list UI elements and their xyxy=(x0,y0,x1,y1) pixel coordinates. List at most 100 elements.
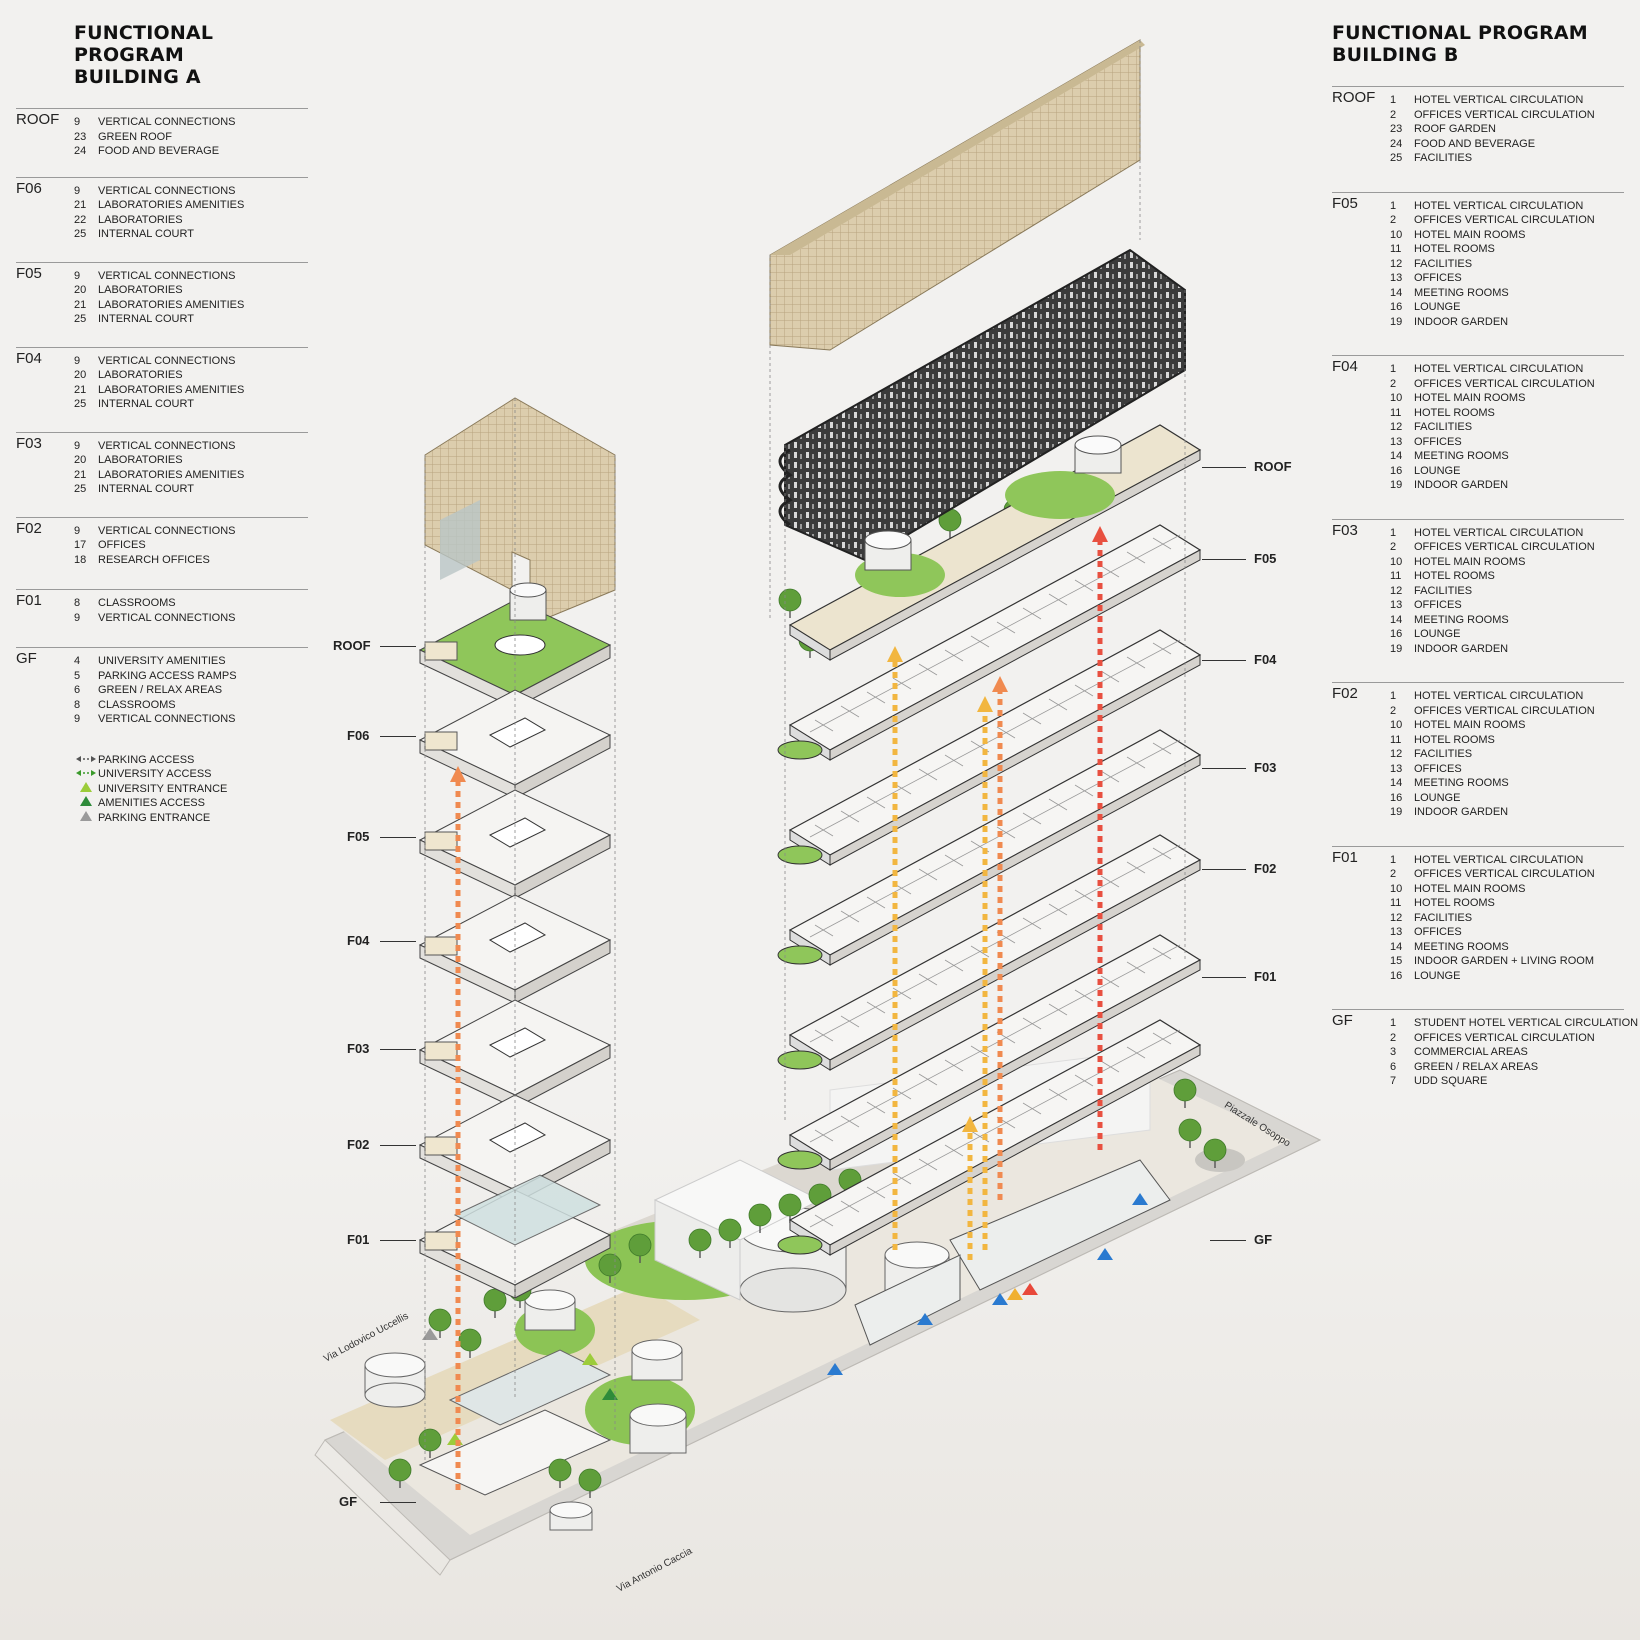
program-item-label: HOTEL MAIN ROOMS xyxy=(1414,392,1526,404)
program-item-label: PARKING ACCESS RAMPS xyxy=(98,669,237,682)
vertical-arrow xyxy=(887,646,903,1250)
program-item-label: VERTICAL CONNECTIONS xyxy=(98,269,236,282)
a-gf-classroom-block xyxy=(448,1349,612,1426)
program-item-label: MEETING ROOMS xyxy=(1414,613,1509,626)
program-item-number: 21 xyxy=(74,199,87,211)
program-item-label: HOTEL VERTICAL CIRCULATION xyxy=(1414,690,1584,702)
program-item-label: FACILITIES xyxy=(1414,257,1473,270)
program-item-label: LOUNGE xyxy=(1414,791,1461,804)
program-item-number: 25 xyxy=(1390,152,1403,164)
triangle-icon xyxy=(74,810,98,826)
program-item-label: OFFICES VERTICAL CIRCULATION xyxy=(1414,541,1595,553)
label-b-roof: ROOF xyxy=(1254,459,1292,474)
program-item-label: UDD SQUARE xyxy=(1414,1075,1488,1087)
program-item-label: GREEN / RELAX AREAS xyxy=(98,684,223,696)
label-a-gf: GF xyxy=(339,1494,358,1509)
legend-key-label: PARKING ENTRANCE xyxy=(98,811,211,824)
program-item-label: MEETING ROOMS xyxy=(1414,777,1509,789)
program-item-number: 13 xyxy=(1390,599,1403,611)
program-item-label: CLASSROOMS xyxy=(98,698,176,711)
program-item-number: 4 xyxy=(74,655,81,667)
program-item-number: 22 xyxy=(74,213,87,226)
access-triangle-icon xyxy=(827,1363,843,1375)
leader-a-f04 xyxy=(380,941,416,942)
program-item-label: CLASSROOMS xyxy=(98,597,176,609)
legend-key-row: PARKING ENTRANCE xyxy=(74,810,308,826)
double-arrow-icon xyxy=(74,753,98,768)
legend-key-row: PARKING ACCESS xyxy=(74,753,308,768)
program-item-number: 15 xyxy=(1390,955,1403,967)
tree-icon xyxy=(428,1308,452,1338)
access-triangle-icon xyxy=(1097,1248,1113,1260)
program-item-label: FOOD AND BEVERAGE xyxy=(98,145,220,157)
label-b-f04: F04 xyxy=(1254,652,1277,667)
program-item-number: 10 xyxy=(1390,882,1403,895)
legend-key-label: AMENITIES ACCESS xyxy=(98,797,205,809)
program-item-label: LABORATORIES AMENITIES xyxy=(98,199,245,211)
legend-key-row: UNIVERSITY ACCESS xyxy=(74,767,308,782)
legend-b-floor-code: F04 xyxy=(1332,358,1358,375)
program-item-number: 12 xyxy=(1390,584,1403,597)
program-item-label: OFFICES VERTICAL CIRCULATION xyxy=(1414,377,1595,390)
tree-icon xyxy=(548,1458,572,1488)
program-item-label: HOTEL ROOMS xyxy=(1414,406,1495,419)
program-item-number: 17 xyxy=(74,539,87,551)
leader-b-f05 xyxy=(1202,559,1246,560)
program-item-number: 18 xyxy=(74,553,87,566)
program-item-label: LABORATORIES xyxy=(98,369,183,381)
program-item-label: STUDENT HOTEL VERTICAL CIRCULATION xyxy=(1414,1017,1639,1029)
program-item-number: 24 xyxy=(74,145,87,157)
program-item-label: HOTEL VERTICAL CIRCULATION xyxy=(1414,94,1584,106)
program-item-label: MEETING ROOMS xyxy=(1414,450,1509,462)
program-item-label: LABORATORIES AMENITIES xyxy=(98,383,245,396)
program-item-number: 7 xyxy=(1390,1075,1397,1087)
program-item-label: INDOOR GARDEN + LIVING ROOM xyxy=(1414,955,1594,967)
program-item-number: 16 xyxy=(1390,628,1403,640)
label-a-roof: ROOF xyxy=(333,638,371,653)
a-slab-roof xyxy=(418,582,612,709)
legend-b-floor-code: F01 xyxy=(1332,848,1358,866)
program-item-number: 11 xyxy=(1390,897,1402,909)
program-item-label: MEETING ROOMS xyxy=(1414,286,1509,299)
program-item-number: 9 xyxy=(74,439,81,452)
program-item-number: 8 xyxy=(74,698,81,711)
program-item-label: INDOOR GARDEN xyxy=(1414,642,1509,655)
program-item-number: 6 xyxy=(1390,1060,1397,1073)
program-item-label: FACILITIES xyxy=(1414,748,1473,760)
tree-icon xyxy=(578,1468,602,1498)
program-item-number: 13 xyxy=(1390,435,1403,448)
program-item-label: VERTICAL CONNECTIONS xyxy=(98,524,236,537)
tree-icon xyxy=(1203,1138,1227,1168)
program-item-label: OFFICES xyxy=(1414,435,1462,448)
program-item-number: 2 xyxy=(1390,108,1397,121)
tree-icon xyxy=(598,1253,622,1283)
legend-b-program-item: 13 OFFICES xyxy=(1390,435,1624,450)
program-item-label: COMMERCIAL AREAS xyxy=(1414,1046,1528,1058)
program-item-number: 10 xyxy=(1390,719,1403,731)
program-item-label: OFFICES VERTICAL CIRCULATION xyxy=(1414,868,1595,880)
tree-icon xyxy=(748,1203,772,1233)
legend-b-floor-code: ROOF xyxy=(1332,89,1376,106)
